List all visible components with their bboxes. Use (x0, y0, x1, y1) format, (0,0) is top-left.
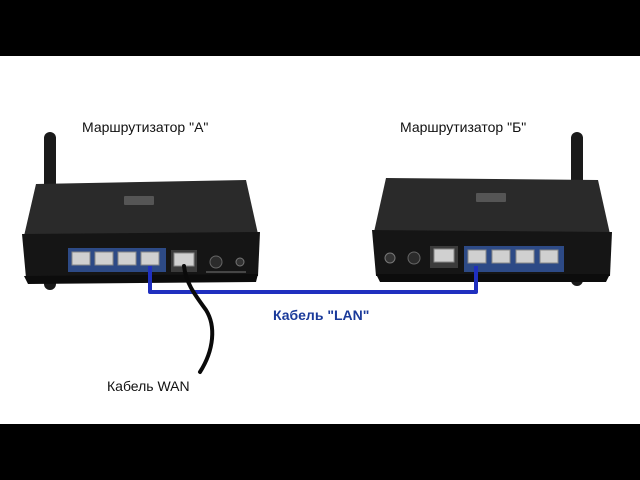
lan-cable-label: Кабель "LAN" (273, 307, 370, 323)
wan-cable (182, 264, 215, 374)
router-a-label: Маршрутизатор "А" (82, 119, 209, 135)
letterbox-bottom (0, 424, 640, 480)
power-jack-icon (209, 255, 223, 269)
ethernet-port-icon (94, 251, 114, 266)
ethernet-port-icon (515, 249, 535, 264)
router-a-lan-ports (71, 251, 160, 266)
router-b-label: Маршрутизатор "Б" (400, 119, 527, 135)
ethernet-port-icon (117, 251, 137, 266)
letterbox-top (0, 0, 640, 56)
power-jack-icon (384, 252, 396, 264)
ethernet-port-icon (140, 251, 160, 266)
ethernet-port-icon (71, 251, 91, 266)
ethernet-port-icon (433, 248, 455, 263)
wan-cable-label: Кабель WAN (107, 378, 190, 394)
ethernet-port-icon (539, 249, 559, 264)
router-b-lan-ports (467, 249, 559, 264)
lan-cable (148, 266, 478, 294)
ethernet-port-icon (467, 249, 487, 264)
router-b-icon (372, 132, 612, 286)
ethernet-port-icon (491, 249, 511, 264)
router-a-icon (22, 132, 260, 290)
